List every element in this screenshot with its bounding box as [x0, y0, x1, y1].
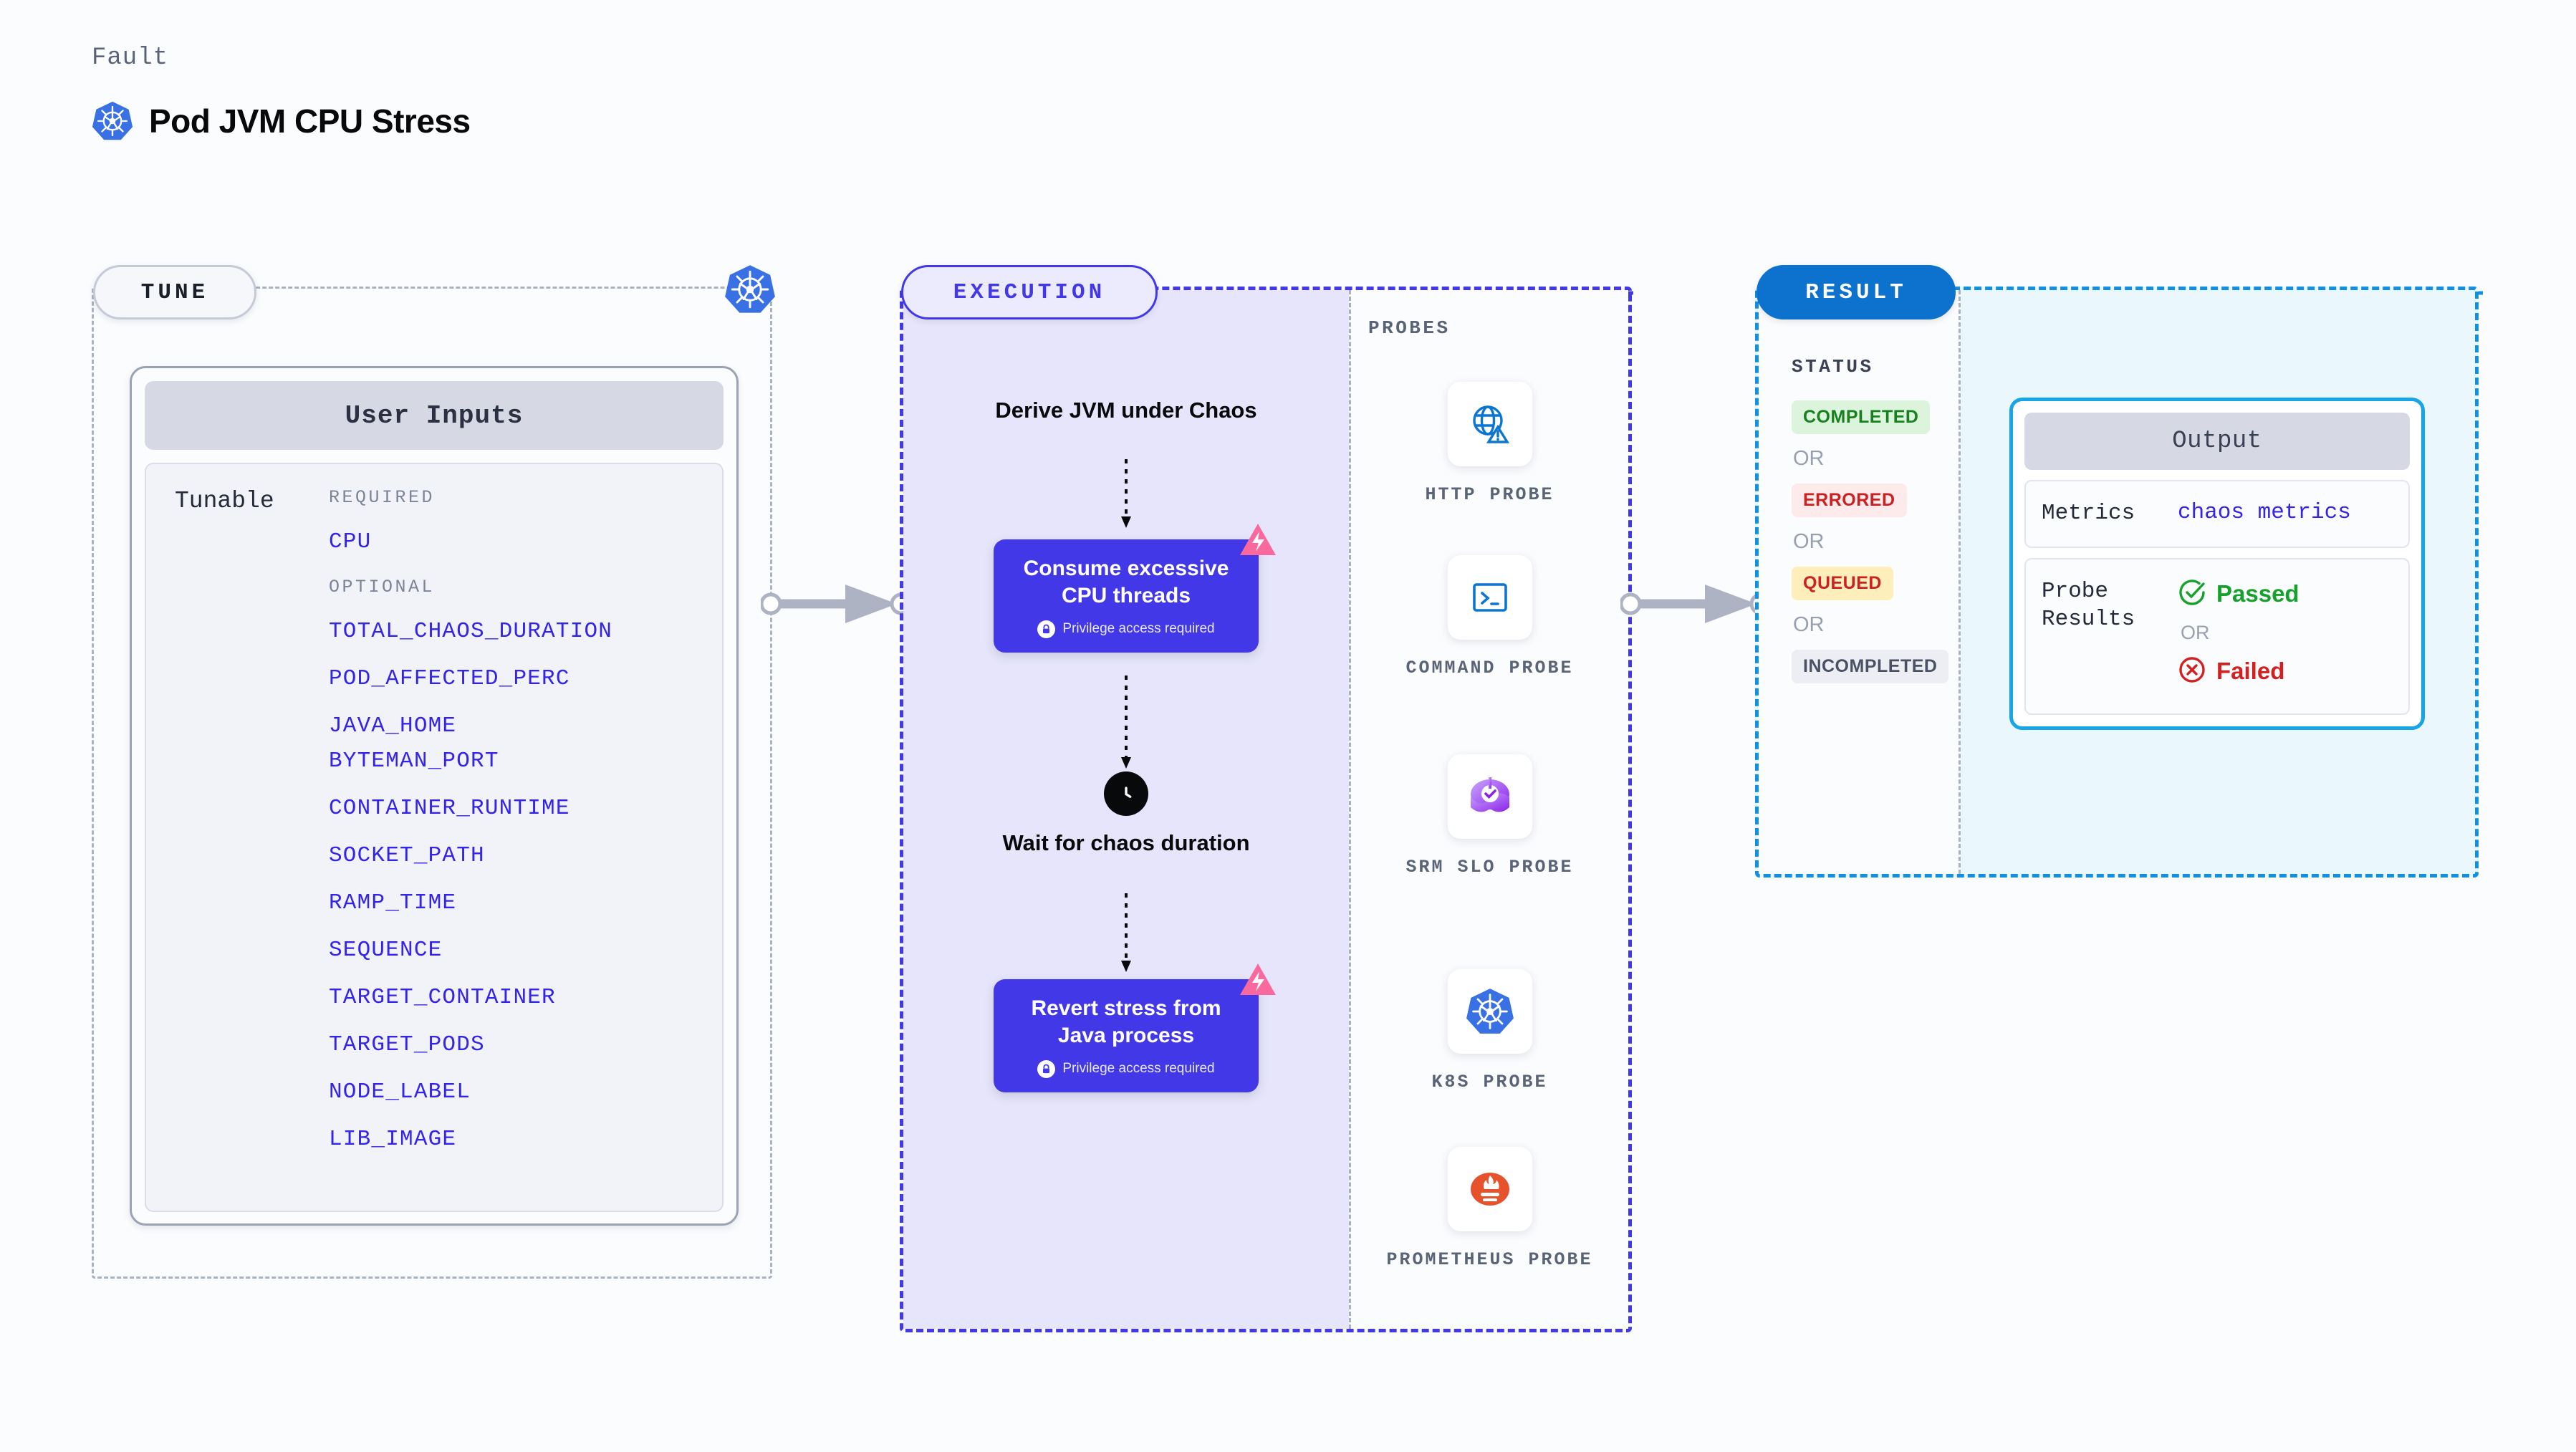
- probe-srm-slo-label: SRM SLO PROBE: [1405, 857, 1574, 878]
- lock-icon: [1037, 1059, 1056, 1078]
- chaos-fault-icon: [1236, 959, 1280, 1004]
- execution-node-revert-stress[interactable]: Revert stress from Java process Privileg…: [994, 963, 1276, 1092]
- optional-group: OPTIONAL TOTAL_CHAOS_DURATION POD_AFFECT…: [329, 577, 722, 1152]
- stage-pill-execution[interactable]: EXECUTION: [901, 265, 1158, 319]
- user-inputs-card: User Inputs Tunable REQUIRED CPU OPTIONA…: [130, 366, 739, 1226]
- metrics-value-link[interactable]: chaos metrics: [2178, 500, 2351, 525]
- clock-icon: [1104, 771, 1148, 816]
- probe-srm-slo[interactable]: SRM SLO PROBE: [1351, 754, 1628, 880]
- privilege-row-2: Privilege access required: [1037, 620, 1215, 638]
- tune-panel: User Inputs Tunable REQUIRED CPU OPTIONA…: [92, 287, 772, 1279]
- kubernetes-icon: [92, 100, 133, 142]
- probe-k8s[interactable]: K8S PROBE: [1351, 969, 1628, 1095]
- privilege-row-4: Privilege access required: [1037, 1059, 1215, 1078]
- status-or-2: OR: [1793, 530, 1825, 553]
- connector-tune-to-execution: [761, 585, 911, 623]
- page-title: Pod JVM CPU Stress: [149, 102, 471, 140]
- status-badge-completed: COMPLETED: [1792, 400, 1931, 434]
- probe-prometheus-label: PROMETHEUS PROBE: [1386, 1249, 1593, 1270]
- execution-step-3-title: Wait for chaos duration: [1002, 830, 1250, 855]
- tunable-fields: REQUIRED CPU OPTIONAL TOTAL_CHAOS_DURATI…: [329, 487, 722, 1211]
- probe-result-passed: Passed: [2178, 578, 2299, 610]
- execution-panel: Derive JVM under Chaos Consume excessive…: [900, 287, 1632, 1332]
- tune-platform-kubernetes-icon: [724, 264, 776, 319]
- stage-pill-result[interactable]: RESULT: [1756, 265, 1956, 319]
- tunable-field-sequence[interactable]: SEQUENCE: [329, 938, 443, 963]
- connector-execution-to-result: [1620, 585, 1771, 623]
- result-panel: STATUS COMPLETED OR ERRORED OR QUEUED OR…: [1755, 287, 2479, 878]
- title-row: Pod JVM CPU Stress: [92, 100, 471, 142]
- status-badge-incompleted: INCOMPLETED: [1792, 650, 1949, 683]
- tunable-field-target-pods[interactable]: TARGET_PODS: [329, 1032, 485, 1057]
- kubernetes-icon: [1447, 969, 1532, 1054]
- output-card: Output Metrics chaos metrics Probe Resul…: [2009, 398, 2425, 730]
- required-group-label: REQUIRED: [329, 487, 436, 508]
- execution-node-2-title: Consume excessive CPU threads: [1023, 557, 1229, 608]
- probe-result-or: OR: [2181, 621, 2210, 643]
- user-inputs-header: User Inputs: [145, 381, 724, 450]
- tunable-field-node-label[interactable]: NODE_LABEL: [329, 1080, 471, 1105]
- output-header: Output: [2024, 413, 2410, 470]
- probe-result-failed: Failed: [2178, 655, 2299, 688]
- execution-step-1-title: Derive JVM under Chaos: [995, 398, 1257, 423]
- flow-arrow-2: [1121, 675, 1131, 769]
- tunable-field-java-home[interactable]: JAVA_HOME: [329, 713, 457, 739]
- tunable-field-total-chaos-duration[interactable]: TOTAL_CHAOS_DURATION: [329, 619, 613, 644]
- execution-node-consume-cpu[interactable]: Consume excessive CPU threads Privilege …: [994, 524, 1276, 653]
- output-row-probe-results: Probe Results Passed OR: [2024, 557, 2410, 715]
- tunable-body: Tunable REQUIRED CPU OPTIONAL TOTAL_CHAO…: [145, 463, 724, 1212]
- flow-arrow-1: [1121, 459, 1131, 528]
- metrics-label: Metrics: [2042, 501, 2135, 526]
- probe-k8s-label: K8S PROBE: [1431, 1072, 1548, 1092]
- execution-flow-column: Derive JVM under Chaos Consume excessive…: [903, 290, 1349, 1329]
- probes-label: PROBES: [1368, 317, 1451, 339]
- probe-results-label: Probe Results: [2042, 578, 2135, 632]
- flow-arrow-3: [1121, 893, 1131, 972]
- probes-column: PROBES HTTP PROBE COMMAND PROB: [1349, 290, 1628, 1329]
- prometheus-icon: [1447, 1147, 1532, 1231]
- terminal-icon: [1447, 555, 1532, 640]
- probe-results-values: Passed OR Failed: [2178, 578, 2299, 688]
- execution-node-4-title: Revert stress from Java process: [1031, 996, 1221, 1048]
- output-row-metrics: Metrics chaos metrics: [2024, 480, 2410, 548]
- status-badge-queued: QUEUED: [1792, 567, 1893, 600]
- optional-group-label: OPTIONAL: [329, 577, 436, 597]
- privilege-text-4: Privilege access required: [1062, 1061, 1215, 1077]
- tunable-field-target-container[interactable]: TARGET_CONTAINER: [329, 985, 556, 1010]
- tunable-row-label: Tunable: [175, 488, 274, 514]
- failed-label: Failed: [2216, 658, 2285, 685]
- chaos-fault-icon: [1236, 519, 1280, 564]
- status-or-1: OR: [1793, 447, 1825, 470]
- result-status-column: STATUS COMPLETED OR ERRORED OR QUEUED OR…: [1759, 290, 1961, 874]
- globe-warning-icon: [1447, 382, 1532, 466]
- probe-http[interactable]: HTTP PROBE: [1351, 382, 1628, 508]
- tunable-field-lib-image[interactable]: LIB_IMAGE: [329, 1127, 457, 1152]
- stage-pill-tune[interactable]: TUNE: [93, 265, 256, 319]
- tunable-field-socket-path[interactable]: SOCKET_PATH: [329, 843, 485, 868]
- lock-icon: [1037, 620, 1056, 638]
- srm-slo-icon: [1447, 754, 1532, 839]
- status-or-3: OR: [1793, 613, 1825, 636]
- page-header: Fault Pod JVM CPU Stress: [92, 44, 471, 142]
- required-group: REQUIRED CPU: [329, 487, 722, 554]
- probe-command[interactable]: COMMAND PROBE: [1351, 555, 1628, 681]
- status-label: STATUS: [1792, 356, 1874, 378]
- passed-label: Passed: [2216, 580, 2299, 607]
- probe-prometheus[interactable]: PROMETHEUS PROBE: [1351, 1147, 1628, 1273]
- tunable-field-pod-affected-perc[interactable]: POD_AFFECTED_PERC: [329, 666, 570, 691]
- tunable-field-cpu[interactable]: CPU: [329, 529, 372, 554]
- probe-http-label: HTTP PROBE: [1425, 484, 1554, 505]
- fault-eyebrow-label: Fault: [92, 44, 169, 72]
- tunable-field-container-runtime[interactable]: CONTAINER_RUNTIME: [329, 796, 570, 821]
- probe-command-label: COMMAND PROBE: [1405, 658, 1574, 678]
- tunable-field-ramp-time[interactable]: RAMP_TIME: [329, 890, 457, 915]
- tunable-field-byteman-port[interactable]: BYTEMAN_PORT: [329, 749, 499, 774]
- check-circle-icon: [2178, 578, 2206, 610]
- status-badge-errored: ERRORED: [1792, 484, 1907, 517]
- x-circle-icon: [2178, 655, 2206, 688]
- privilege-text-2: Privilege access required: [1062, 621, 1215, 637]
